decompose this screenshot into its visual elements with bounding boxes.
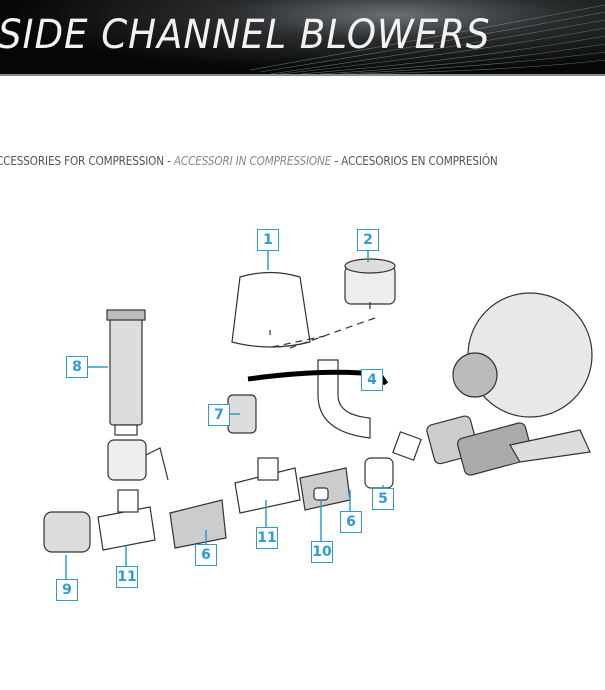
callout-4: 4 [361, 369, 383, 391]
mesh-filter [344, 258, 396, 305]
ball-valve [107, 439, 169, 481]
header-banner: SIDE CHANNEL BLOWERS [0, 0, 605, 76]
check-valve [43, 511, 91, 553]
section-subtitle: CCESSORIES FOR COMPRESSION - ACCESSORI I… [0, 153, 498, 168]
callout-6: 6 [340, 511, 362, 533]
callout-2: 2 [357, 229, 379, 251]
callout-8: 8 [66, 356, 88, 378]
cone-filter [231, 271, 311, 348]
callout-10: 10 [311, 541, 333, 563]
exploded-diagram [43, 251, 593, 580]
banner-wave-lines [249, 4, 605, 74]
subtitle-es: ACCESORIOS EN COMPRESIÓN [341, 153, 498, 168]
callout-9: 9 [56, 579, 78, 601]
page-title: SIDE CHANNEL BLOWERS [0, 12, 491, 58]
hose [169, 499, 227, 549]
plug [313, 487, 329, 501]
elbow-pipe [317, 359, 371, 439]
subtitle-separator: - [163, 153, 174, 168]
subtitle-it: ACCESSORI IN COMPRESSIONE [173, 153, 332, 168]
callout-6: 6 [195, 544, 217, 566]
subtitle-separator: - [331, 153, 342, 168]
callout-5: 5 [372, 488, 394, 510]
flange [392, 431, 422, 461]
inline-filter [106, 309, 146, 436]
subtitle-en: CCESSORIES FOR COMPRESSION [0, 153, 164, 168]
callout-11: 11 [256, 527, 278, 549]
tee-pipe [97, 506, 156, 551]
callout-11: 11 [116, 566, 138, 588]
pipe-sleeve [364, 457, 394, 489]
callout-7: 7 [208, 404, 230, 426]
blower-motor [426, 292, 593, 476]
callout-1: 1 [257, 229, 279, 251]
